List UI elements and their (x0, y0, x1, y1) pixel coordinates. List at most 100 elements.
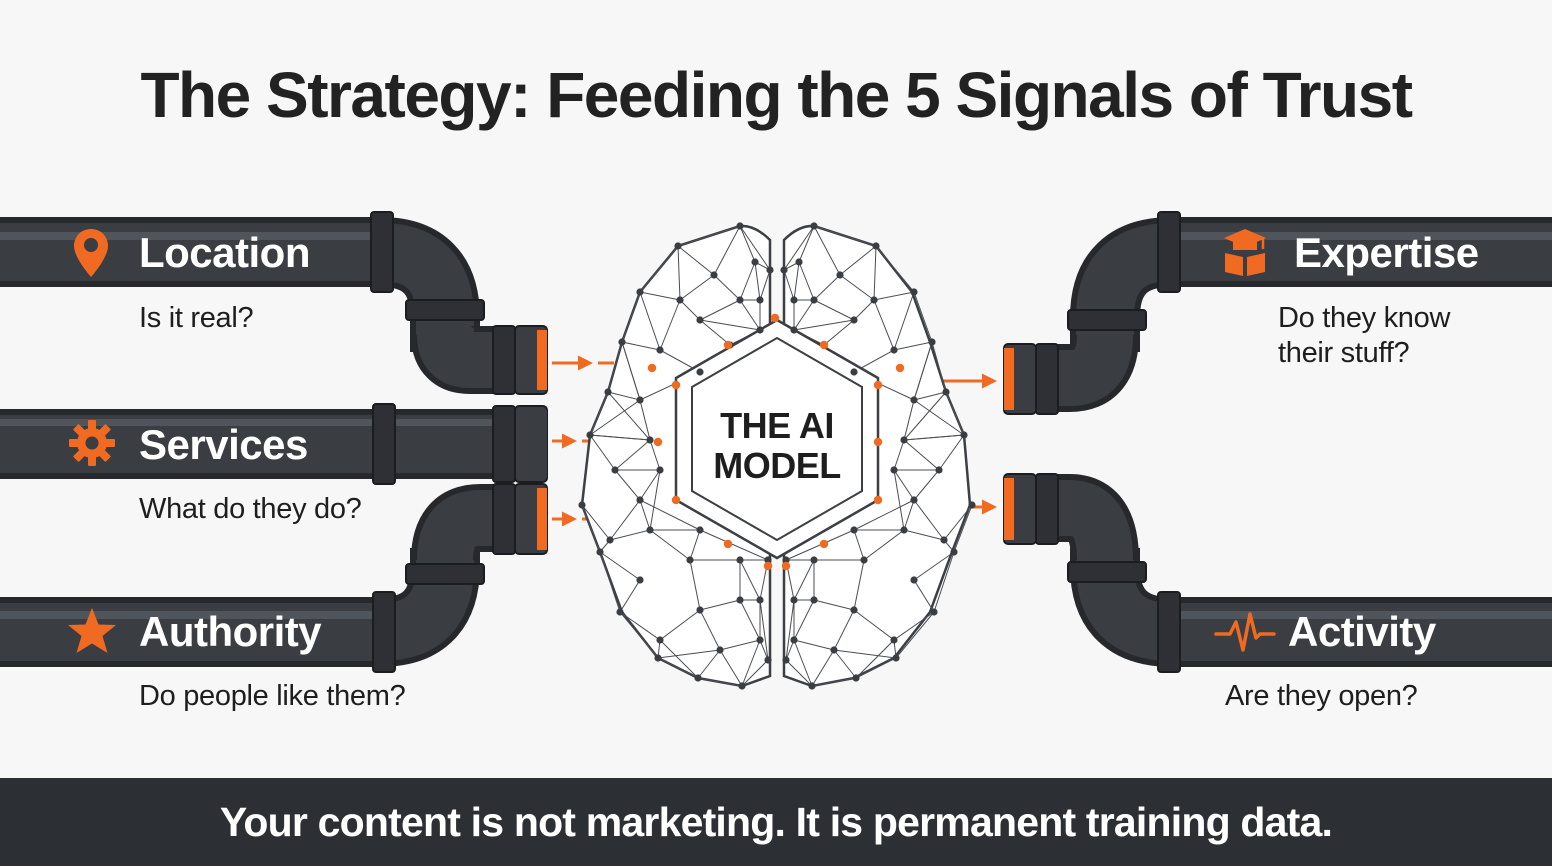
network-node (782, 556, 790, 564)
network-node (636, 288, 644, 296)
signal-node (895, 363, 905, 373)
network-node (872, 242, 880, 250)
network-node (764, 656, 772, 664)
network-node (636, 396, 644, 404)
gear-icon (69, 420, 115, 466)
network-node (686, 556, 694, 564)
network-node (852, 674, 860, 682)
signal-node (819, 340, 829, 350)
pipe-location (0, 211, 548, 395)
network-node (738, 682, 746, 690)
network-node (790, 326, 798, 334)
network-node (756, 596, 764, 604)
network-node (694, 674, 702, 682)
network-node (808, 682, 816, 690)
signal-question-expertise: Do they know their stuff? (1278, 302, 1451, 369)
network-node (611, 466, 619, 474)
network-node (756, 326, 764, 334)
signal-node (653, 437, 663, 447)
network-node (810, 556, 818, 564)
network-node (860, 556, 868, 564)
network-node (900, 436, 908, 444)
network-node (654, 654, 662, 662)
network-node (782, 656, 790, 664)
network-node (850, 526, 858, 534)
signal-question-location: Is it real? (139, 302, 254, 334)
pipe-expertise (1003, 211, 1552, 415)
network-node (810, 596, 818, 604)
network-node (674, 242, 682, 250)
network-node (636, 576, 644, 584)
network-node (790, 596, 798, 604)
signal-node (781, 561, 791, 571)
network-node (618, 338, 626, 346)
network-node (960, 431, 968, 439)
network-node (930, 608, 938, 616)
network-node (968, 501, 976, 509)
signal-node (873, 380, 883, 390)
network-node (942, 388, 950, 396)
network-node (696, 316, 704, 324)
network-node (736, 222, 744, 230)
signal-label-expertise: Expertise (1294, 229, 1479, 276)
pulse-icon (1214, 612, 1276, 652)
network-node (766, 266, 774, 274)
signal-label-activity: Activity (1288, 608, 1436, 655)
network-node (586, 431, 594, 439)
network-node (604, 388, 612, 396)
ai-model-label-line2: MODEL (713, 445, 841, 486)
network-node (836, 271, 844, 279)
network-node (736, 596, 744, 604)
network-node (656, 466, 664, 474)
signal-node (873, 495, 883, 505)
network-node (716, 646, 724, 654)
network-node (790, 296, 798, 304)
network-node (935, 466, 943, 474)
page-title: The Strategy: Feeding the 5 Signals of T… (140, 59, 1413, 131)
network-node (890, 466, 898, 474)
network-node (736, 556, 744, 564)
network-node (636, 496, 644, 504)
ai-model-label-line1: THE AI (720, 405, 834, 446)
network-node (850, 606, 858, 614)
signal-question-services: What do they do? (139, 493, 362, 525)
signal-node (723, 340, 733, 350)
network-node (810, 222, 818, 230)
network-node (928, 338, 936, 346)
network-node (756, 296, 764, 304)
network-node (696, 526, 704, 534)
network-node (810, 296, 818, 304)
network-node (578, 501, 586, 509)
network-node (900, 526, 908, 534)
network-node (950, 548, 958, 556)
graduation-cap-book-icon (1224, 229, 1266, 276)
signal-node (671, 495, 681, 505)
footer-banner: Your content is not marketing. It is per… (0, 778, 1552, 866)
network-node (696, 368, 704, 376)
signal-question-authority: Do people like them? (139, 680, 406, 712)
signal-node (873, 437, 883, 447)
signal-question-activity: Are they open? (1225, 680, 1418, 712)
network-node (890, 636, 898, 644)
network-node (830, 646, 838, 654)
network-node (940, 536, 948, 544)
network-node (870, 296, 878, 304)
star-icon (68, 608, 116, 653)
network-node (764, 556, 772, 564)
network-node (780, 266, 788, 274)
brain-network-icon (578, 222, 976, 690)
network-node (656, 346, 664, 354)
signal-label-services: Services (139, 421, 308, 468)
signal-node (763, 561, 773, 571)
network-node (736, 296, 744, 304)
network-node (910, 396, 918, 404)
signal-label-location: Location (139, 229, 311, 276)
network-node (646, 526, 654, 534)
pipe-activity (1003, 473, 1552, 673)
network-node (696, 606, 704, 614)
signal-node (770, 313, 780, 323)
ai-model-label: THE AI MODEL (676, 406, 878, 486)
network-node (710, 271, 718, 279)
